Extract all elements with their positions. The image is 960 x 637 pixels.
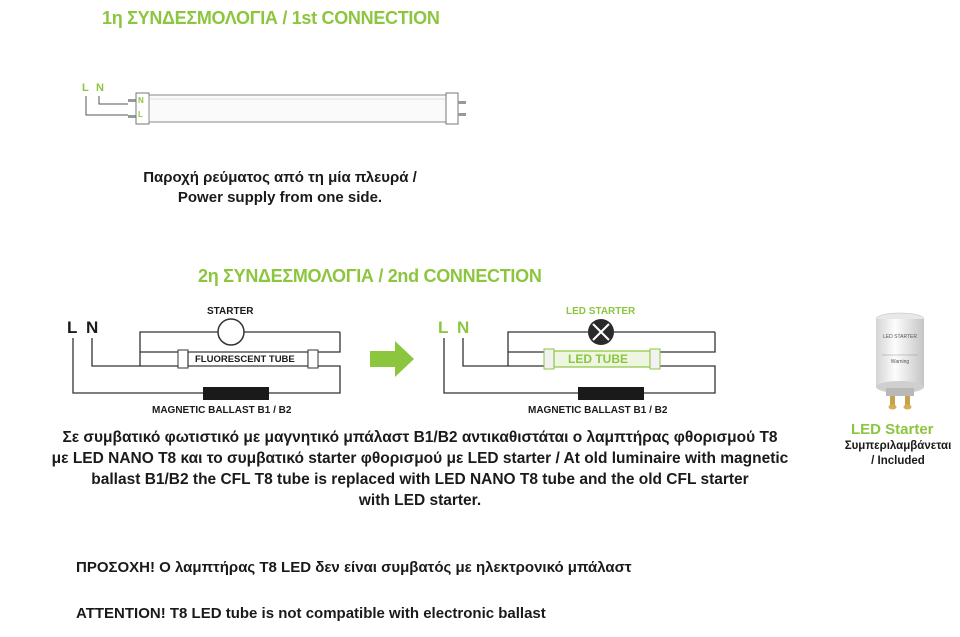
product-included-line-1: Συμπεριλαμβάνεται — [844, 440, 952, 452]
fluorescent-tube-shape — [177, 349, 319, 369]
fluorescent-tube-label: FLUORESCENT TUBE — [195, 354, 295, 365]
caption-line-2: Power supply from one side. — [177, 189, 383, 206]
product-included-line-2: / Included — [871, 455, 925, 467]
diagram2-right-l-label: L — [438, 318, 449, 337]
section1-n-label: N — [96, 82, 104, 94]
section2-title: 2η ΣΥΝΔΕΣΜΟΛΟΓΙΑ / 2nd CONNECTION — [198, 266, 542, 286]
section2-description: Σε συμβατικό φωτιστικό με μαγνητικό μπάλ… — [20, 427, 820, 511]
section1-title: 1η ΣΥΝΔΕΣΜΟΛΟΓΙΑ / 1st CONNECTION — [102, 8, 440, 28]
product-body-text-1: LED STARTER — [883, 334, 917, 340]
description-line-3: ballast B1/B2 the CFL T8 tube is replace… — [91, 471, 749, 488]
warning-english: ATTENTION! T8 LED tube is not compatible… — [76, 605, 546, 622]
product-name: LED Starter — [851, 421, 934, 438]
product-included: Συμπεριλαμβάνεται / Included — [838, 439, 958, 469]
ballast-right-label: MAGNETIC BALLAST B1 / B2 — [528, 405, 668, 416]
diagram2-left-l-label: L — [67, 318, 78, 337]
tube-pins-left — [128, 99, 136, 118]
tube-pins-right — [458, 101, 466, 116]
description-line-2: με LED NANO T8 και το συμβατικό starter … — [51, 450, 789, 467]
starter-label: STARTER — [207, 306, 254, 317]
arrow-right-icon — [370, 341, 414, 377]
description-line-1: Σε συμβατικό φωτιστικό με μαγνητικό μπάλ… — [62, 429, 778, 446]
led-tube-shape — [543, 348, 661, 370]
led-starter-label: LED STARTER — [566, 306, 636, 317]
tube-body-1 — [135, 92, 459, 125]
warning-greek: ΠΡΟΣΟΧΗ! Ο λαμπτήρας T8 LED δεν είναι συ… — [76, 559, 632, 576]
section1-caption: Παροχή ρεύματος από τη μία πλευρά / Powe… — [110, 168, 450, 208]
ballast-left — [203, 387, 269, 400]
led-starter-product-image: LED STARTER Warning — [860, 300, 940, 430]
diagram2-left-n-label: N — [86, 318, 99, 337]
ballast-right — [578, 387, 644, 400]
diagram2-right-n-label: N — [457, 318, 470, 337]
led-tube-label: LED TUBE — [568, 352, 628, 366]
product-body-text-2: Warning — [891, 359, 910, 365]
caption-line-1: Παροχή ρεύματος από τη μία πλευρά / — [143, 169, 417, 186]
pin-n-label: N — [138, 96, 144, 105]
section1-l-label: L — [82, 82, 89, 94]
led-starter-symbol — [588, 319, 614, 345]
description-line-4: with LED starter. — [358, 492, 482, 509]
ballast-left-label: MAGNETIC BALLAST B1 / B2 — [152, 405, 292, 416]
pin-l-label: L — [138, 110, 143, 119]
supply-wires-1 — [85, 96, 128, 116]
